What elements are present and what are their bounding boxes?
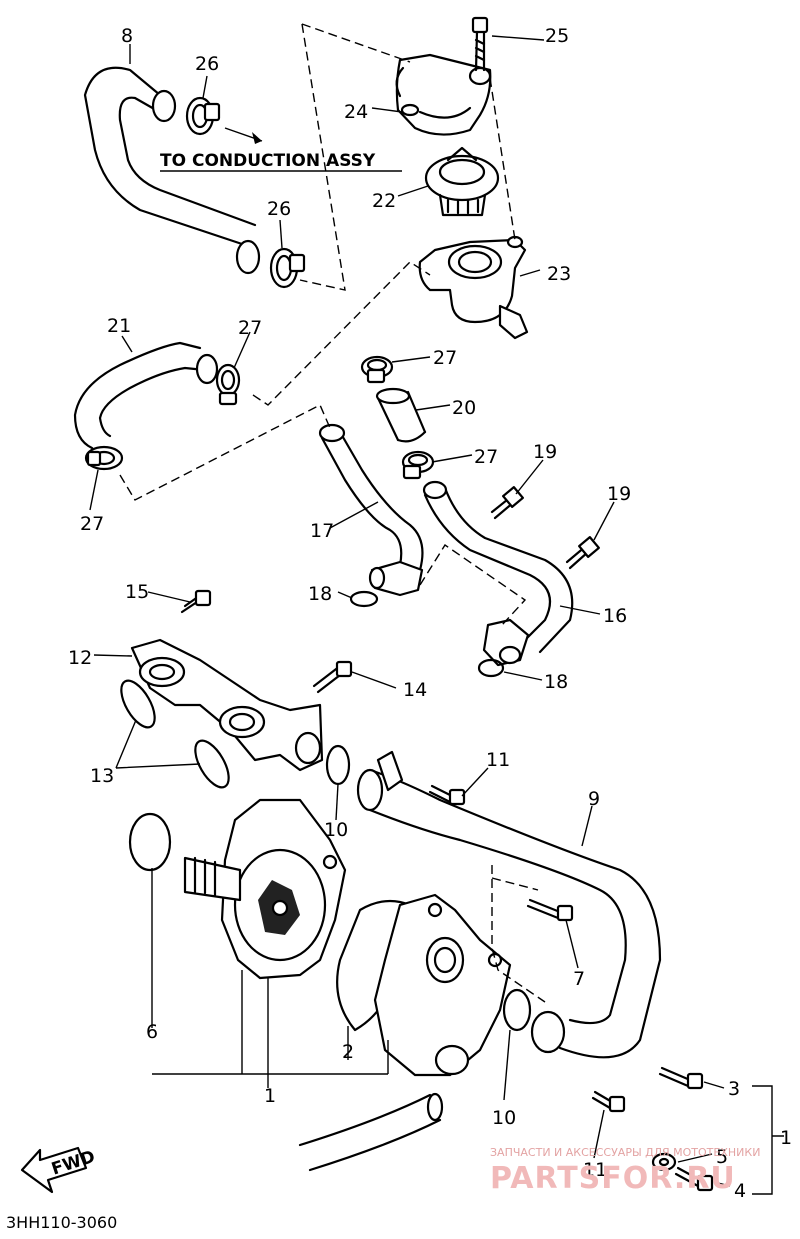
label-6: 6 (146, 1021, 158, 1043)
clamp-27-c (360, 355, 394, 384)
pipe-9 (356, 750, 662, 1059)
bolt-15 (180, 589, 212, 614)
label-18-right: 18 (544, 671, 568, 693)
thermostat-cover-24 (395, 53, 492, 136)
pipe-17 (318, 423, 424, 597)
label-9: 9 (588, 788, 600, 810)
label-12: 12 (68, 647, 92, 669)
clamp-26-upper (185, 96, 221, 136)
label-13: 13 (90, 765, 114, 787)
gasket-13-upper (120, 679, 156, 729)
label-26-upper: 26 (195, 53, 219, 75)
label-10-lower: 10 (492, 1107, 516, 1129)
label-20: 20 (452, 397, 476, 419)
label-8: 8 (121, 25, 133, 47)
washer-5 (651, 1152, 677, 1172)
bolt-11-upper (428, 784, 466, 806)
pump-cover (373, 893, 512, 1077)
bolt-25 (471, 16, 489, 72)
bolt-11-lower (591, 1090, 626, 1113)
clamp-27-d (401, 450, 435, 480)
hose-21 (73, 341, 219, 450)
hose-20 (375, 387, 427, 443)
label-19-lower: 19 (607, 483, 631, 505)
dashed-assembly-lines (119, 23, 546, 1003)
hose-8 (83, 66, 261, 275)
label-10-upper: 10 (324, 819, 348, 841)
lower-hose (298, 1092, 444, 1172)
label-24: 24 (344, 101, 368, 123)
label-11-lower: 11 (583, 1159, 607, 1181)
conduction-arrow (224, 127, 263, 144)
bolt-19-lower (565, 536, 600, 570)
fwd-label: FWD (49, 1147, 97, 1180)
label-27-d: 27 (474, 446, 498, 468)
o-ring-10-lower (502, 988, 532, 1032)
label-14: 14 (403, 679, 427, 701)
label-5: 5 (716, 1146, 728, 1168)
label-19-upper: 19 (533, 441, 557, 463)
bolt-14 (312, 660, 353, 694)
bolt-7 (526, 898, 574, 922)
o-ring-18-left (349, 590, 379, 608)
label-1-right: 1 (780, 1127, 792, 1149)
label-22: 22 (372, 190, 396, 212)
label-7: 7 (573, 968, 585, 990)
label-17: 17 (310, 520, 334, 542)
label-26-lower: 26 (267, 198, 291, 220)
watermark-logo: PARTSFOR.RU (490, 1161, 736, 1196)
label-16: 16 (603, 605, 627, 627)
pipe-16 (422, 480, 574, 667)
label-25: 25 (545, 25, 569, 47)
fwd-arrow-icon: FWD (20, 1147, 98, 1194)
bolt-19-upper (490, 486, 524, 520)
thermostat-housing-23 (418, 235, 529, 340)
label-4: 4 (734, 1180, 746, 1202)
label-23: 23 (547, 263, 571, 285)
bolt-4 (674, 1166, 714, 1192)
label-11-upper: 11 (486, 749, 510, 771)
conduction-assy-caption: TO CONDUCTION ASSY (160, 151, 376, 171)
bolt-3 (658, 1066, 704, 1090)
label-2: 2 (342, 1041, 354, 1063)
label-27-a: 27 (238, 317, 262, 339)
o-ring-10-upper (325, 744, 351, 786)
clamp-26-lower (269, 247, 306, 289)
label-21: 21 (107, 315, 131, 337)
o-ring-18-right (477, 658, 505, 678)
label-15: 15 (125, 581, 149, 603)
o-ring-6 (128, 812, 172, 872)
clamp-27-b (84, 445, 124, 471)
leader-lines (89, 35, 784, 1195)
gasket-13-lower (194, 739, 230, 789)
label-27-b: 27 (80, 513, 104, 535)
water-pump-1 (183, 798, 347, 980)
label-3: 3 (728, 1078, 740, 1100)
thermostat-22 (424, 146, 500, 217)
diagram-code: 3HH110-3060 (6, 1213, 117, 1232)
clamp-27-a (215, 363, 241, 406)
coolant-manifold-12 (130, 638, 324, 772)
label-18-left: 18 (308, 583, 332, 605)
label-1: 1 (264, 1085, 276, 1107)
label-27-c: 27 (433, 347, 457, 369)
watermark-tagline: ЗАПЧАСТИ И АКСЕССУАРЫ ДЛЯ МОТОТЕХНИКИ (490, 1146, 760, 1159)
